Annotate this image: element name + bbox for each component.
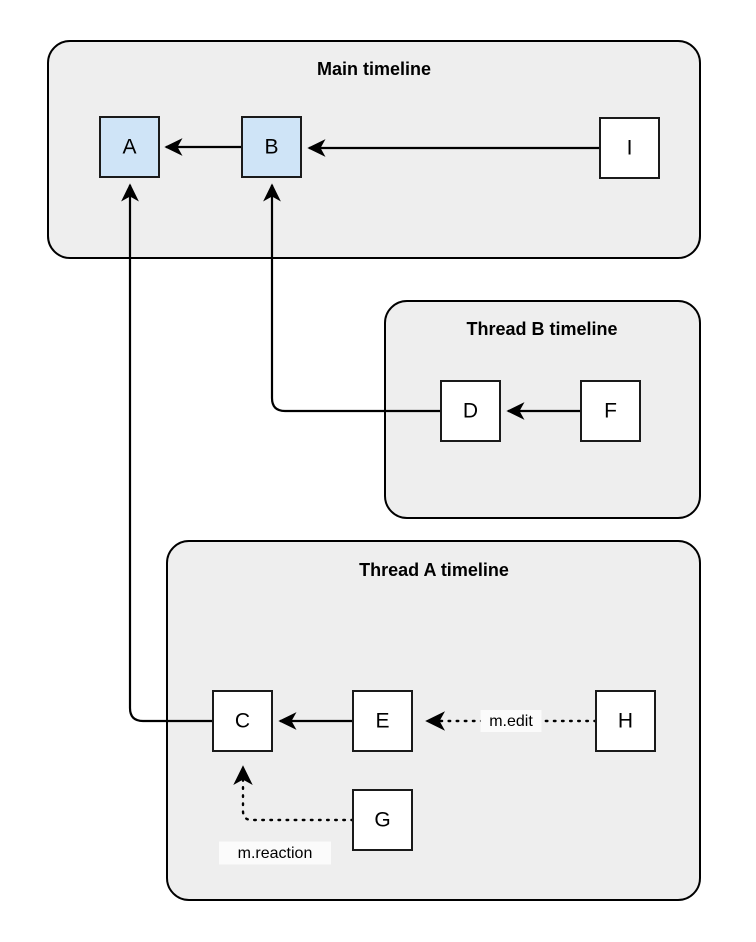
event-node-label-h: H bbox=[618, 710, 633, 733]
relation-labels: m.edit m.reaction bbox=[219, 710, 542, 865]
edge-g-to-c bbox=[233, 765, 355, 822]
event-node-label-f: F bbox=[604, 400, 617, 423]
edge-d-to-b bbox=[263, 183, 441, 413]
event-node-d[interactable] bbox=[440, 380, 501, 442]
event-node-c[interactable] bbox=[212, 690, 273, 752]
edge-label-bg-h-e bbox=[480, 710, 542, 732]
event-node-label-a: A bbox=[122, 136, 136, 159]
event-node-f[interactable] bbox=[580, 380, 641, 442]
event-node-i[interactable] bbox=[599, 117, 660, 179]
event-node-label-d: D bbox=[463, 400, 478, 423]
event-node-h[interactable] bbox=[595, 690, 656, 752]
event-node-label-c: C bbox=[235, 710, 250, 733]
edge-c-to-a bbox=[121, 183, 213, 723]
event-nodes: A B I D F C E H G bbox=[99, 116, 660, 851]
edge-label-h-e: m.edit bbox=[489, 713, 533, 730]
event-node-a[interactable] bbox=[99, 116, 160, 178]
event-node-label-g: G bbox=[374, 809, 390, 832]
timeline-group-main bbox=[47, 40, 701, 259]
timeline-group-thread-b bbox=[384, 300, 701, 519]
event-node-b[interactable] bbox=[241, 116, 302, 178]
timeline-group-title-thread-b: Thread B timeline bbox=[466, 319, 617, 339]
timeline-group-title-main: Main timeline bbox=[317, 59, 431, 79]
edge-label-g-c: m.reaction bbox=[238, 845, 313, 862]
event-node-g[interactable] bbox=[352, 789, 413, 851]
event-node-label-b: B bbox=[264, 136, 278, 159]
edge-label-bg-g-c bbox=[219, 841, 331, 865]
message-relations bbox=[121, 138, 600, 822]
event-node-label-i: I bbox=[627, 137, 633, 160]
event-node-label-e: E bbox=[375, 710, 389, 733]
event-node-e[interactable] bbox=[352, 690, 413, 752]
timeline-group-title-thread-a: Thread A timeline bbox=[359, 560, 509, 580]
